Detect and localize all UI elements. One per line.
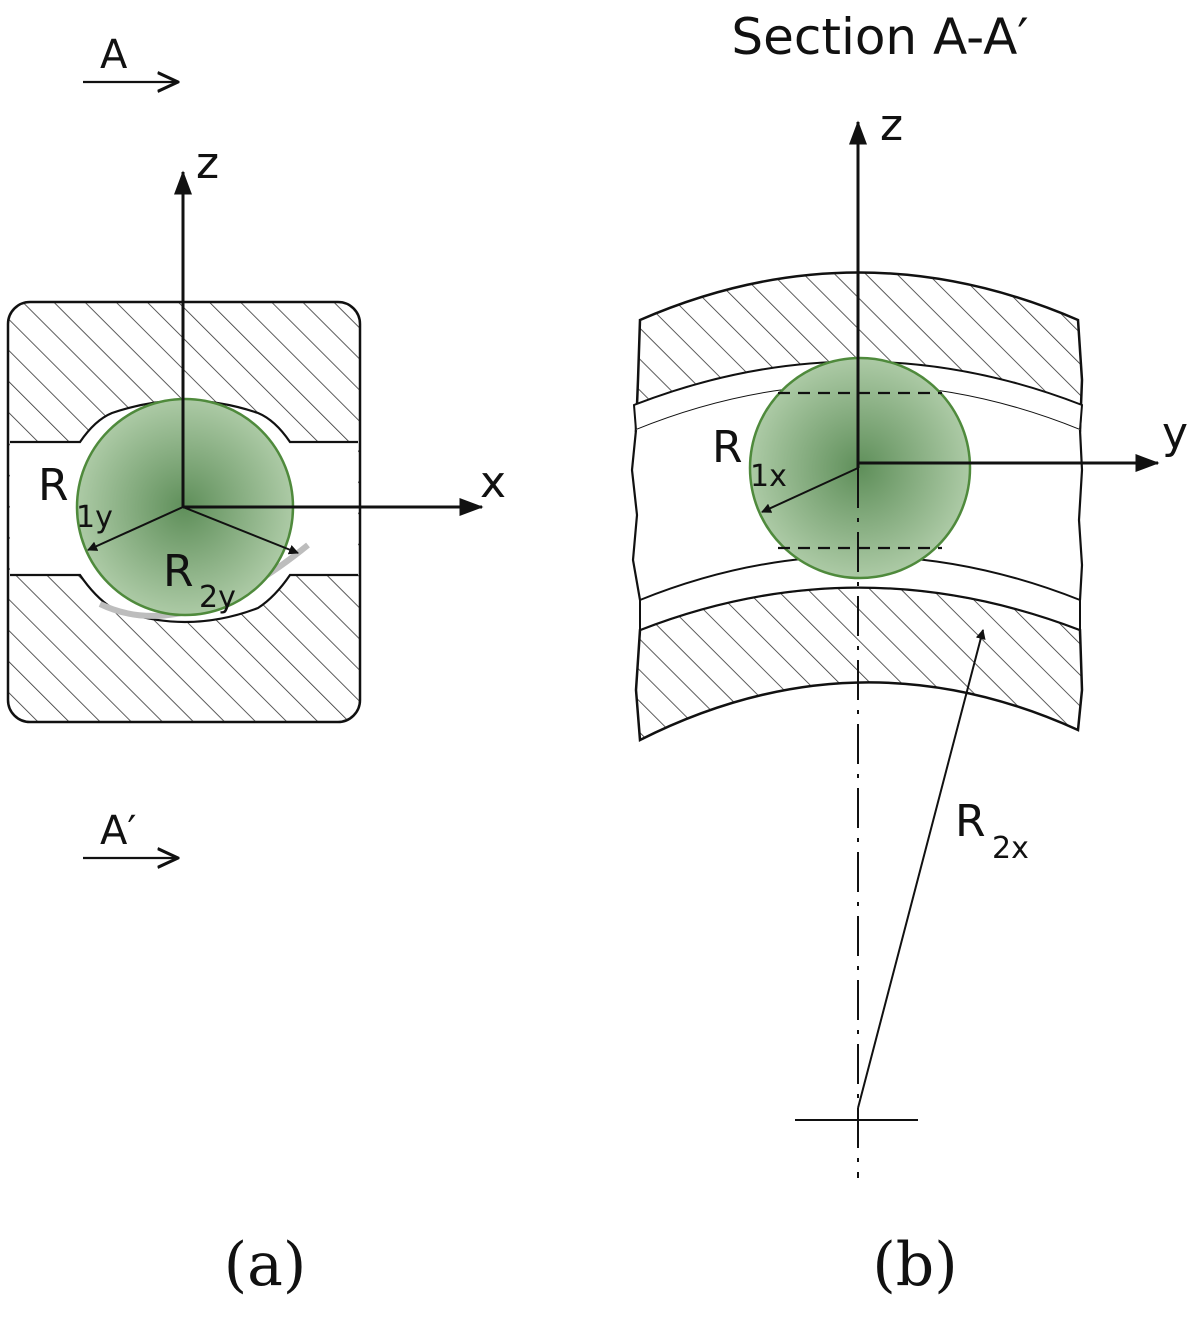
section-mark-bottom: A′ [83, 808, 178, 858]
r1y-label: R 1y [38, 460, 113, 535]
section-mark-bottom-label: A′ [100, 808, 136, 854]
r1x-label: R 1x [712, 422, 787, 494]
r2x-arrow [857, 629, 986, 1109]
r1x-arrow [761, 467, 859, 513]
inner-race-edge-a [10, 573, 358, 624]
caption-a: (a) [224, 1230, 307, 1300]
z-axis-label-b: z [880, 100, 903, 151]
section-title: Section A-A′ [731, 8, 1028, 66]
panel-b: Section A-A′ z y R 1x [630, 8, 1188, 1300]
r2y-sub: 2y [199, 580, 236, 615]
r1y-sub: 1y [76, 500, 113, 535]
caption-b: (b) [872, 1230, 957, 1300]
r1y-arrow [87, 506, 184, 551]
r2x-main: R [955, 796, 986, 847]
section-mark-top: A [83, 32, 178, 82]
x-axis-label-a: x [480, 457, 506, 508]
z-axis-label-a: z [196, 138, 219, 189]
r1y-main: R [38, 460, 69, 511]
r2x-sub: 2x [992, 831, 1029, 866]
y-axis-label-b: y [1162, 408, 1188, 459]
channel-left-edge-b [630, 429, 642, 601]
r2x-label: R 2x [955, 796, 1029, 866]
section-mark-top-label: A [100, 32, 128, 78]
r2y-arrow [182, 506, 299, 555]
panel-a: A z x R 1y R 2y A′ [6, 32, 506, 1300]
r2y-main: R [163, 546, 194, 597]
channel-right-edge-b [1077, 429, 1084, 601]
r2y-label: R 2y [163, 546, 236, 615]
ball-b [748, 356, 972, 580]
r1x-main: R [712, 422, 743, 473]
inner-ring-gap-b [639, 555, 1081, 632]
r1x-sub: 1x [750, 459, 787, 494]
